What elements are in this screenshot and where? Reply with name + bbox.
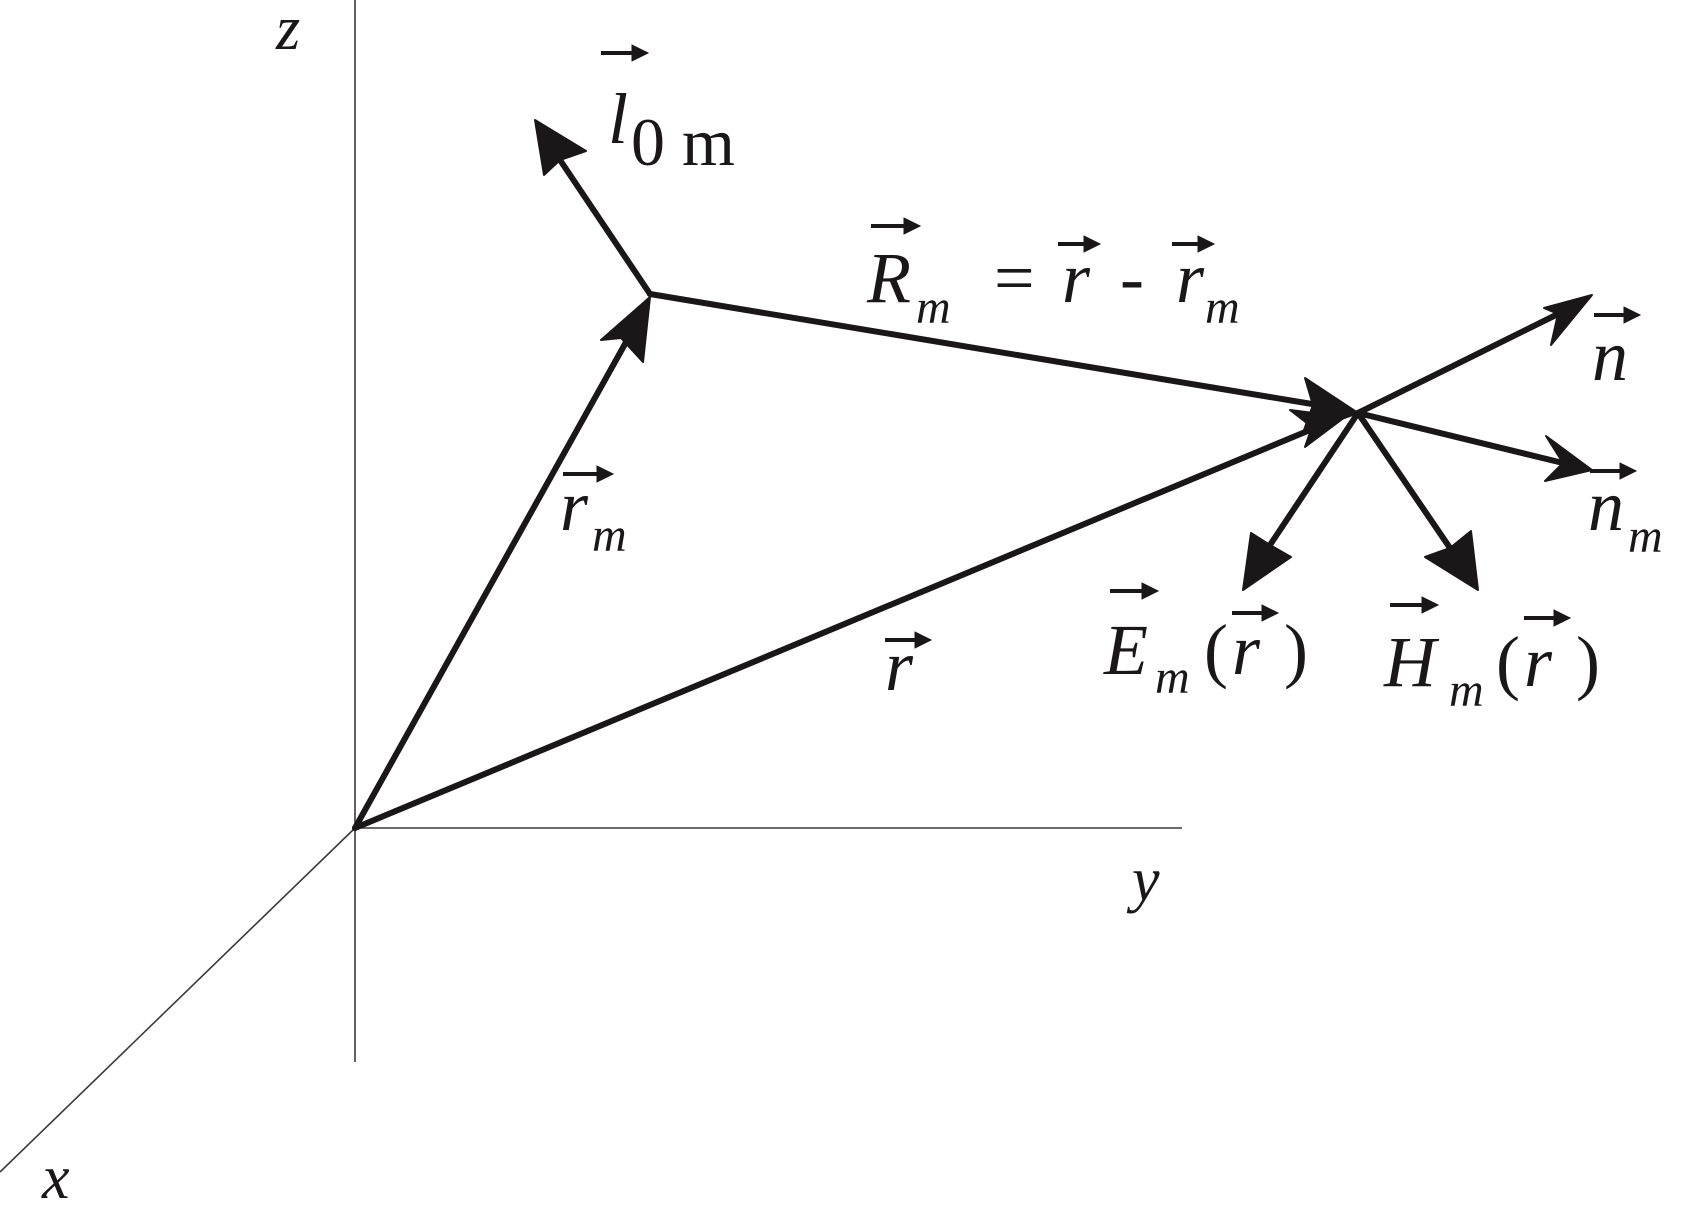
label-H-open: ( (1496, 622, 1520, 702)
vec-arrow-E (1110, 582, 1160, 600)
arrowhead-r (1289, 409, 1346, 448)
main-vectors (352, 157, 1566, 831)
x-axis (0, 827, 356, 1173)
vector-R-m (647, 291, 1315, 407)
x-axis-label: x (41, 1144, 70, 1206)
vec-arrow-r (885, 631, 933, 649)
label-Rm-rm: r (1176, 238, 1205, 318)
label-H-r: r (1524, 622, 1553, 702)
arrowhead-H-m (1424, 530, 1479, 591)
label-l0m-letter: l (608, 79, 628, 159)
vec-arrow-H (1390, 596, 1440, 614)
label-Rm-r: r (1062, 238, 1091, 318)
label-Rm-equals: = (994, 238, 1035, 318)
vec-arrow-Rm-r (1058, 235, 1102, 253)
vector-n (1355, 311, 1561, 416)
vector-H-m (1355, 410, 1453, 551)
label-Rm-rm-sub: m (1205, 281, 1240, 334)
arrowhead-n (1543, 294, 1593, 346)
vec-arrow-Rm-rm (1172, 235, 1216, 253)
vec-arrow-l0m (601, 44, 650, 62)
coordinate-axes (0, 0, 1182, 1173)
y-axis-label: y (1126, 846, 1160, 914)
label-E-open: ( (1204, 610, 1228, 690)
label-nm-letter: n (1588, 466, 1624, 546)
vector-E-m (1267, 410, 1361, 548)
label-H-sub: m (1449, 664, 1484, 717)
vector-n-m (1355, 410, 1566, 466)
vector-r-m (352, 332, 633, 831)
vec-arrow-E-r (1232, 604, 1280, 622)
label-n-letter: n (1592, 316, 1628, 396)
arrowhead-l0m (534, 119, 587, 176)
vector-r (352, 422, 1325, 831)
label-nm-sub: m (1628, 510, 1663, 563)
arrowhead-r-m (600, 296, 651, 363)
vec-arrow-rm (563, 465, 615, 483)
label-E-close: ) (1284, 610, 1308, 690)
label-rm-letter: r (560, 466, 589, 546)
label-E-sub: m (1155, 651, 1190, 704)
label-l0m-sub: 0 m (631, 104, 735, 180)
label-r-letter: r (885, 626, 914, 706)
arrowheads (534, 119, 1593, 591)
overhead-vector-arrows (563, 44, 1642, 649)
label-rm-sub: m (592, 509, 627, 562)
label-Rm-minus: - (1120, 238, 1144, 318)
label-E-r: r (1232, 610, 1261, 690)
arrowhead-E-m (1242, 532, 1292, 591)
label-E-letter: E (1103, 610, 1148, 690)
vector-l0m (557, 157, 653, 297)
label-H-letter: H (1383, 622, 1440, 702)
vec-arrow-n (1594, 306, 1642, 324)
vec-arrow-H-r (1524, 609, 1572, 627)
z-axis-label: z (275, 0, 300, 63)
arrowhead-n-m (1544, 435, 1593, 482)
vec-arrow-R (871, 217, 922, 235)
vec-arrow-nm (1590, 462, 1638, 480)
label-Rm-letter: R (866, 238, 911, 318)
label-Rm-sub: m (916, 281, 951, 334)
label-H-close: ) (1576, 622, 1600, 702)
